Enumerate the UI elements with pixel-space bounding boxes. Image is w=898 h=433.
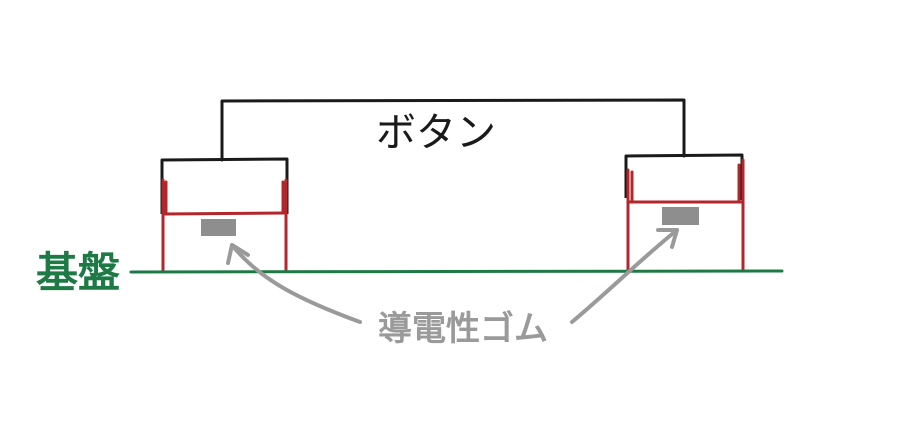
left-leg-frame [161, 178, 288, 272]
button-bridge [220, 98, 686, 162]
left-rubber-pad [201, 219, 236, 236]
right-button-body [624, 153, 744, 200]
substrate-label: 基盤 [36, 248, 120, 297]
right-arrow [570, 228, 679, 324]
right-rubber-pad [662, 207, 699, 225]
substrate-line [129, 269, 784, 274]
right-leg-frame [626, 158, 745, 272]
left-arrow [226, 243, 362, 324]
rubber-label: 導電性ゴム [378, 309, 548, 349]
button-label: ボタン [376, 110, 496, 156]
left-button-body [160, 157, 289, 214]
